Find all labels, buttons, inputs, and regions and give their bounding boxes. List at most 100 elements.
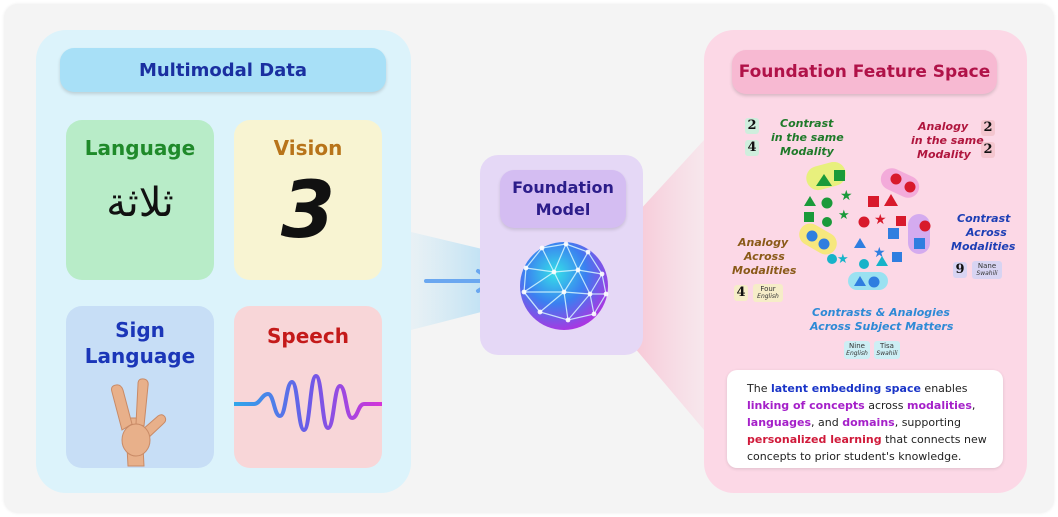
analogy-same-digit-2: 2: [981, 142, 995, 158]
blue-square: [888, 228, 899, 239]
teal-circle: [859, 259, 869, 269]
card-text-7: that connects new concepts to prior stud…: [747, 433, 987, 463]
contrast-across-line1: Contrast: [957, 212, 1011, 225]
blue-circle: [806, 230, 818, 242]
green-triangle: [804, 196, 816, 206]
subject-word-1: Nine: [849, 342, 865, 350]
subject-lang-2: Swahili: [876, 350, 898, 357]
feature-space-title: Foundation Feature Space: [732, 50, 997, 94]
blue-circle: [868, 276, 880, 288]
analogy-across-lang: English: [757, 293, 779, 300]
contrast-same-digit-1: 2: [745, 118, 759, 134]
analogy-same-line2: in the same: [911, 134, 984, 147]
explanation-text: The latent embedding space enables linki…: [747, 380, 989, 465]
multimodal-data-title: Multimodal Data: [60, 48, 386, 92]
card-highlight-modalities: modalities: [907, 399, 972, 412]
fm-title-line2: Model: [535, 200, 591, 219]
contrast-same-line1: Contrast: [780, 117, 834, 130]
contrast-same-digit-2: 4: [745, 140, 759, 156]
vision-label: Vision: [273, 136, 343, 160]
contrast-across-line2: Across: [966, 226, 1007, 239]
handwritten-digit-sample: 3: [280, 166, 336, 256]
green-star: ★: [838, 208, 850, 223]
red-triangle: [884, 194, 898, 206]
analogy-across-digit: 4: [734, 285, 748, 301]
subject-word-2: Tisa: [880, 342, 894, 350]
sound-wave-icon: [234, 373, 382, 433]
red-circle: [858, 216, 870, 228]
foundation-model-title: Foundation Model: [500, 170, 626, 228]
contrast-across-word-box: Nane Swahili: [972, 261, 1002, 279]
red-circle: [904, 181, 916, 193]
cluster-highlight-green: [806, 162, 846, 191]
card-highlight-linking: linking of concepts: [747, 399, 865, 412]
contrast-same-line3: Modality: [780, 145, 834, 158]
analogy-across-word: Four: [760, 285, 776, 293]
card-highlight-domains: domains: [842, 416, 895, 429]
red-square: [896, 216, 906, 226]
card-highlight-languages: languages: [747, 416, 812, 429]
contrast-across-line3: Modalities: [951, 240, 1016, 253]
subject-word-box-1: Nine English: [844, 341, 870, 359]
sign-language-tile: Sign Language: [66, 306, 214, 468]
green-square: [834, 170, 845, 181]
language-label: Language: [84, 136, 196, 160]
green-star: ★: [840, 188, 853, 204]
teal-triangle: [876, 256, 888, 266]
fm-title-line1: Foundation: [512, 178, 614, 197]
red-circle: [890, 173, 902, 185]
arabic-word-sample: ثلاثة: [106, 180, 174, 226]
analogy-across-line1: Analogy: [738, 236, 789, 249]
subject-word-box-2: Tisa Swahili: [874, 341, 900, 359]
red-square: [868, 196, 879, 207]
blue-square: [914, 238, 925, 249]
sign-label-line2: Language: [84, 344, 196, 368]
cluster-highlight-cyan: [848, 272, 888, 290]
analogy-across-line2: Across: [744, 250, 785, 263]
card-highlight-latent-space: latent embedding space: [770, 382, 921, 395]
neural-sphere-icon: [520, 241, 609, 330]
explanation-card: The latent embedding space enables linki…: [727, 370, 1003, 468]
card-text-1: The: [747, 382, 771, 395]
analogy-same-digit-1: 2: [981, 120, 995, 136]
card-highlight-personalized: personalized learning: [747, 433, 882, 446]
embedding-cluster: ★ ★ ★ ★ ★: [799, 162, 931, 290]
teal-star: ★: [837, 252, 849, 267]
blue-circle: [818, 238, 830, 250]
cluster-highlight-red: [880, 168, 920, 198]
green-square: [804, 212, 814, 222]
card-text-2: enables: [920, 382, 968, 395]
contrast-across-digit: 9: [953, 262, 967, 278]
analogy-across-word-box: Four English: [753, 284, 783, 302]
blue-square: [892, 252, 902, 262]
blue-triangle: [854, 238, 866, 248]
cluster-highlight-yellow: [799, 223, 837, 255]
teal-circle: [827, 254, 837, 264]
card-text-4: ,: [971, 399, 976, 412]
card-text-6: , supporting: [894, 416, 961, 429]
analogy-across-line3: Modalities: [732, 264, 797, 277]
contrast-across-word: Nane: [977, 262, 997, 270]
language-tile: Language ثلاثة: [66, 120, 214, 280]
vision-tile: Vision 3: [234, 120, 382, 280]
card-text-3: across: [864, 399, 907, 412]
green-circle: [822, 217, 832, 227]
analogy-same-line3: Modality: [917, 148, 971, 161]
blue-triangle: [854, 276, 866, 286]
green-triangle: [816, 174, 832, 186]
red-star: ★: [874, 212, 887, 228]
hand-sign-icon: [111, 378, 167, 467]
red-circle: [919, 220, 931, 232]
subject-matters-line1: Contrasts & Analogies: [812, 306, 950, 319]
card-text-5: , and: [811, 416, 843, 429]
speech-tile: Speech: [234, 306, 382, 468]
contrast-across-lang: Swahili: [976, 270, 998, 277]
subject-lang-1: English: [846, 350, 868, 357]
green-circle: [821, 197, 833, 209]
contrast-same-line2: in the same: [771, 131, 844, 144]
subject-matters-line2: Across Subject Matters: [810, 320, 954, 333]
analogy-same-line1: Analogy: [918, 120, 969, 133]
sign-label-line1: Sign: [115, 318, 165, 342]
blue-star: ★: [873, 245, 886, 261]
speech-label: Speech: [267, 324, 349, 348]
